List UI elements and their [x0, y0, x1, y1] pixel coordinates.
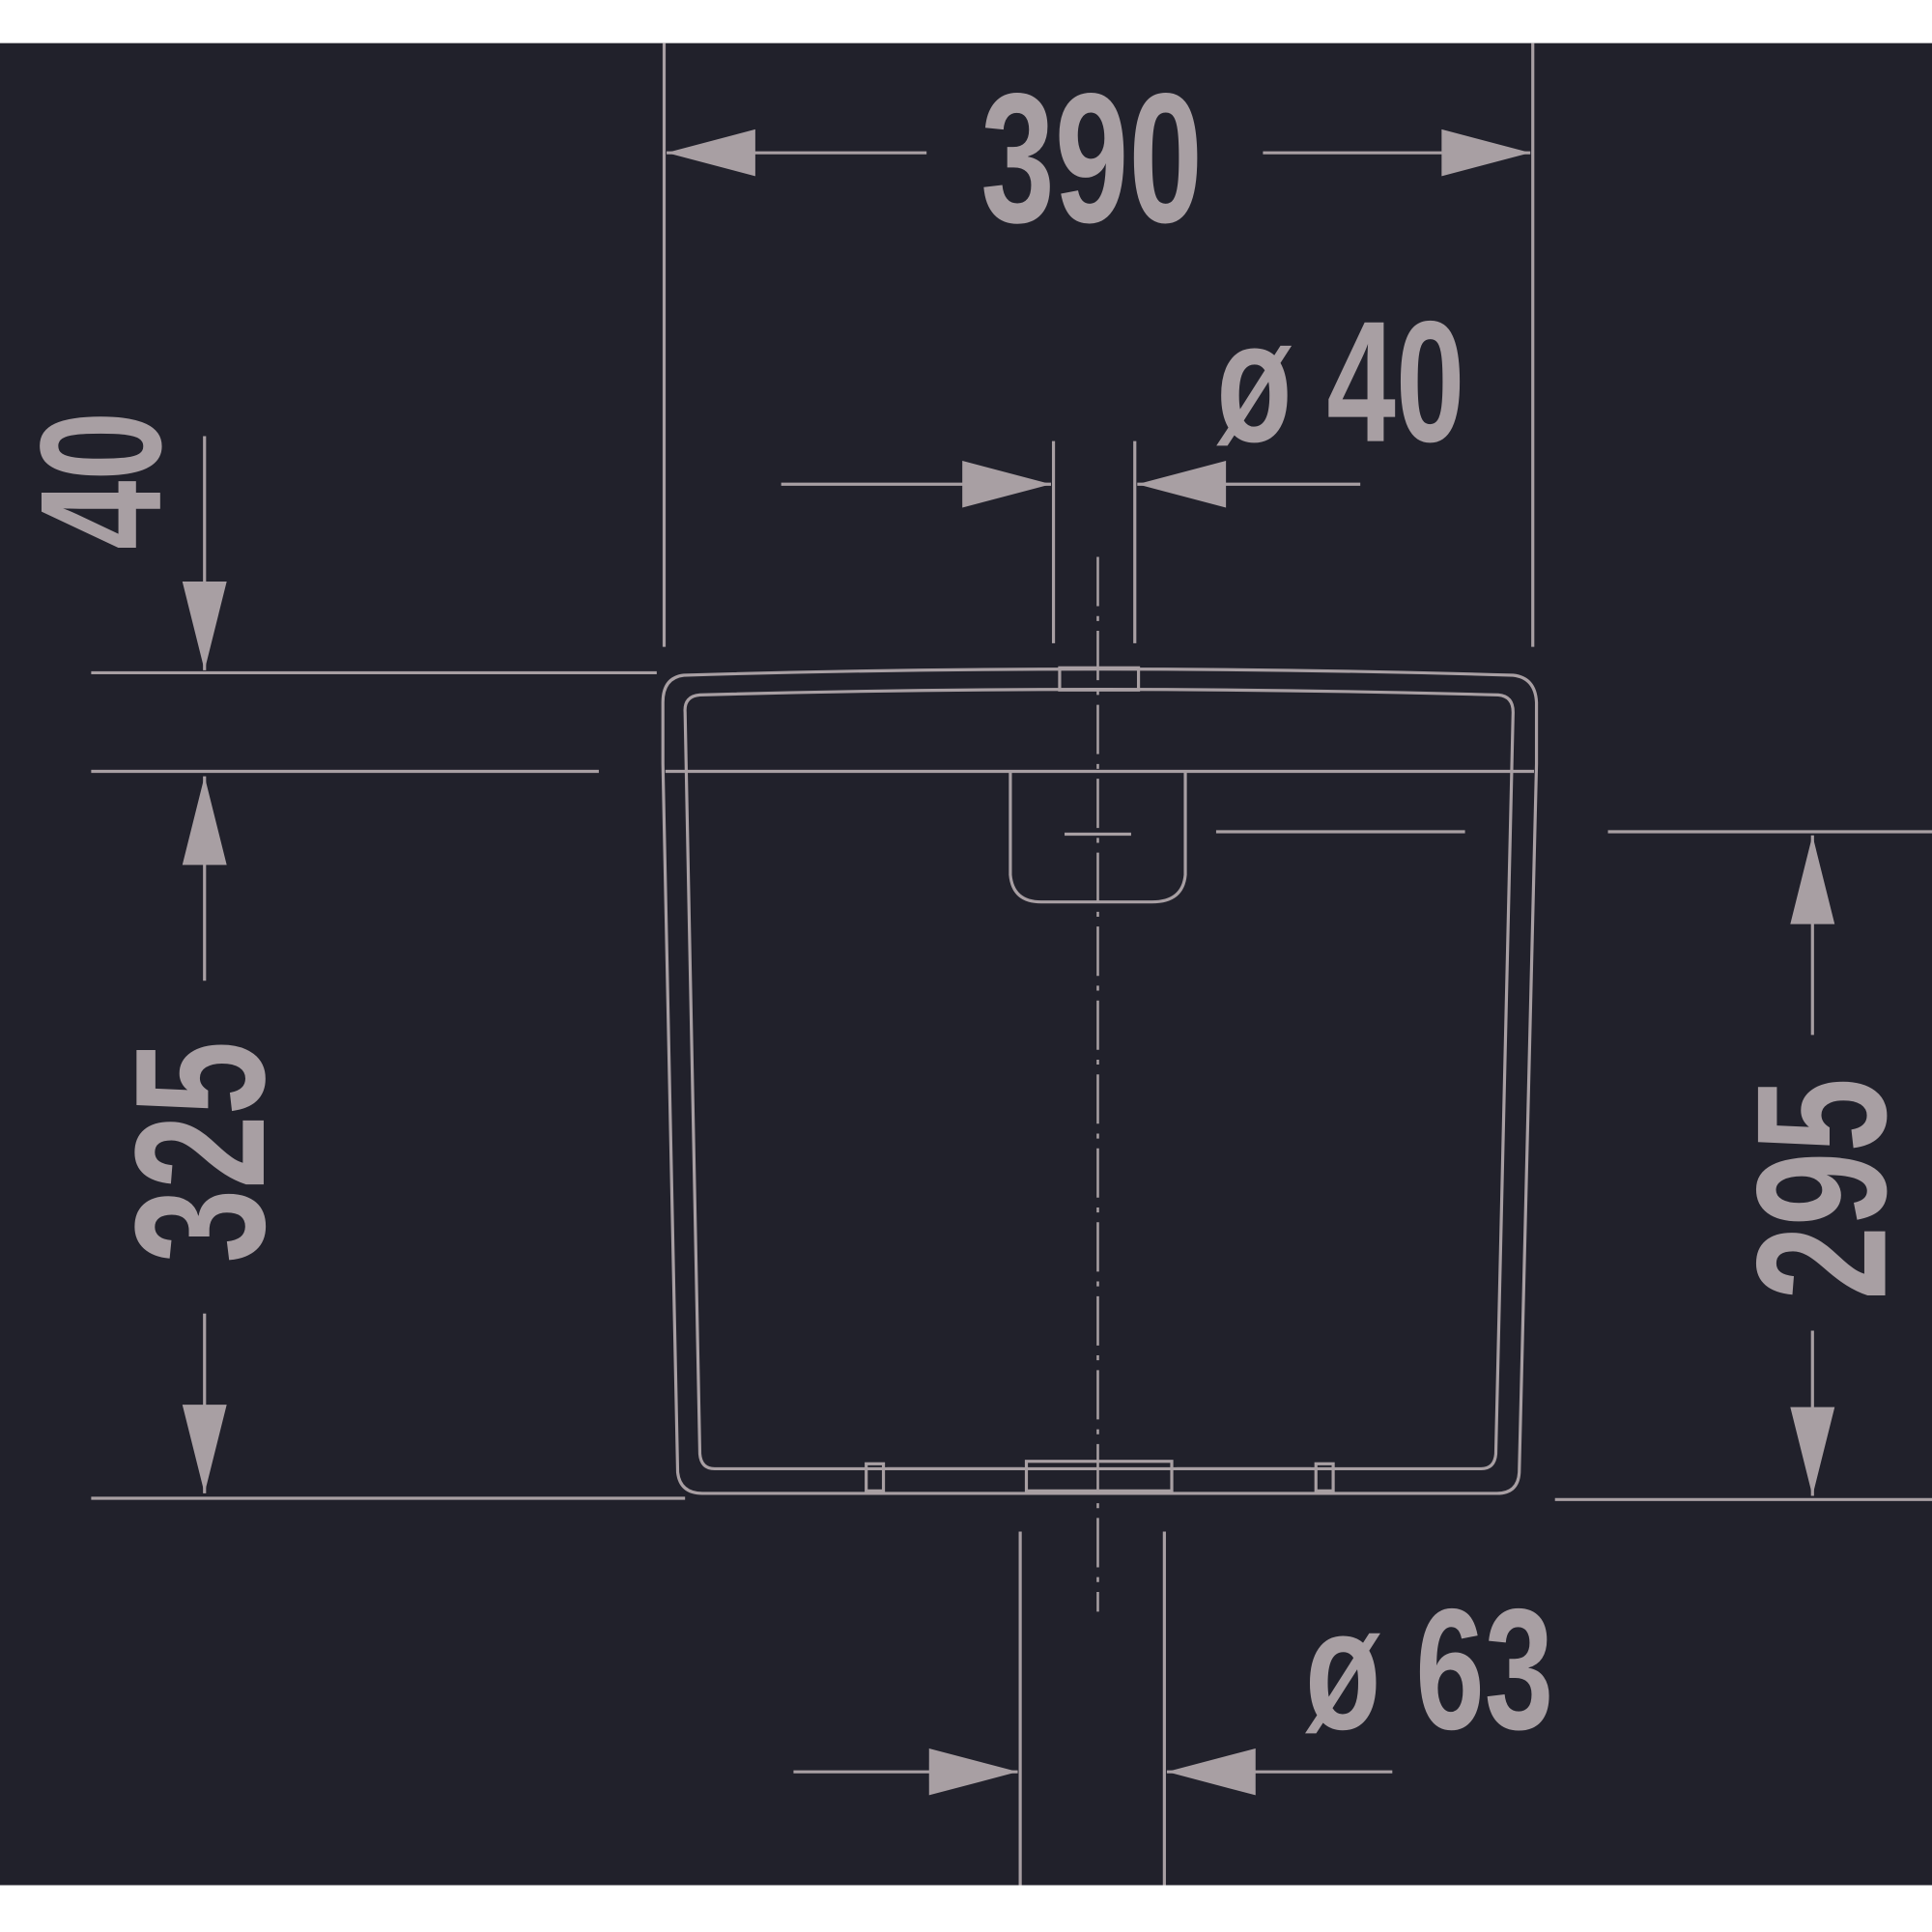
left-height-dimension: 325 — [91, 776, 686, 1500]
top-offset-label: 40 — [4, 412, 197, 550]
arrow-right-icon — [1441, 128, 1531, 177]
arrow-left-icon — [667, 128, 755, 177]
width-dimension: 390 — [662, 43, 1535, 647]
width-label: 390 — [980, 55, 1203, 261]
cistern-outline — [661, 556, 1539, 1612]
drawing-background — [0, 43, 1932, 1886]
outlet-diameter-label: ø 63 — [1305, 1573, 1553, 1766]
right-height-dimension: 295 — [1215, 830, 1932, 1501]
left-height-label: 325 — [98, 1041, 303, 1264]
outlet-diameter-dimension: ø 63 — [793, 1531, 1553, 1886]
inlet-diameter-label: ø 40 — [1216, 285, 1464, 478]
top-offset-dimension: 40 — [4, 412, 657, 774]
right-height-label: 295 — [1719, 1078, 1924, 1300]
inlet-diameter-dimension: ø 40 — [781, 285, 1464, 643]
